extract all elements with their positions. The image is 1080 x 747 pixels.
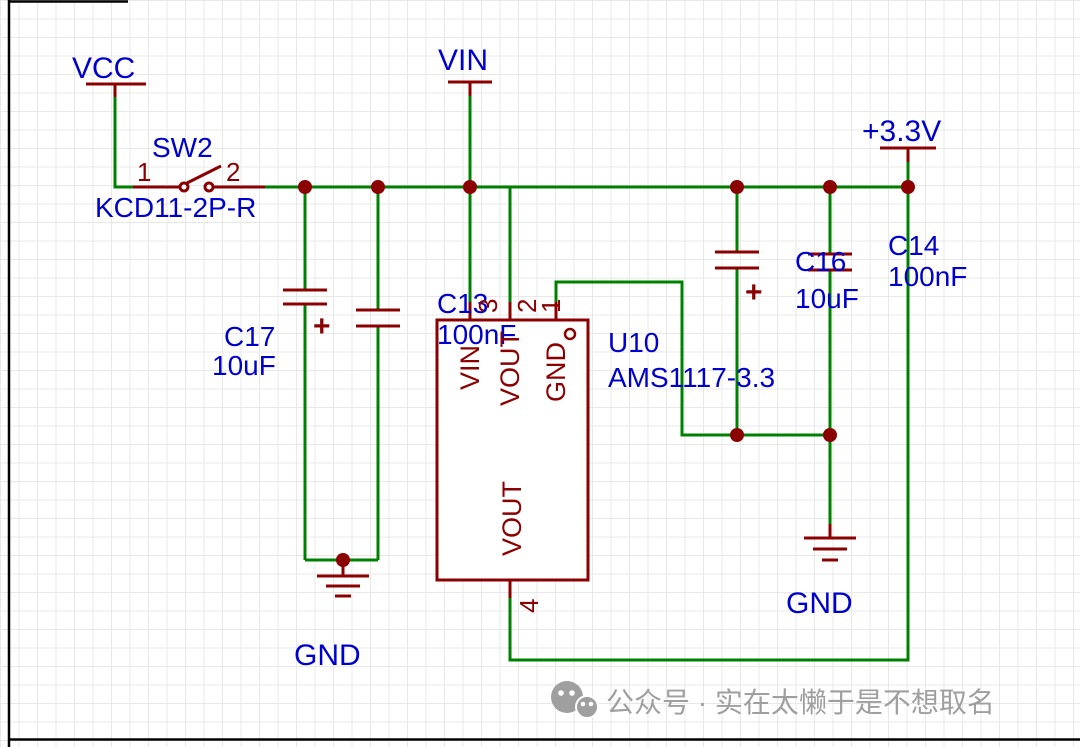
switch-pin1-number: 1 [137, 157, 151, 187]
u10-pin1-name: GND [541, 342, 571, 402]
ground-symbol-left [317, 560, 369, 598]
switch-part-label: KCD11-2P-R [95, 192, 256, 223]
c14-ref-label: C14 [888, 230, 939, 261]
switch-contact-right [203, 181, 215, 193]
u10-part-label: AMS1117-3.3 [608, 362, 775, 393]
junction-dot [730, 180, 744, 194]
ground-symbol-right [804, 524, 856, 562]
pin-texts: 1 2 + + 3 2 1 4 VIN VOUT GND VOUT [137, 157, 763, 613]
capacitor-c17-plates [283, 288, 327, 306]
u10-pin4-number: 4 [514, 599, 544, 613]
junction-dot [823, 428, 837, 442]
switch-contact-left [178, 181, 190, 193]
c13-value-label: 100nF [437, 319, 516, 350]
junction-dots [298, 180, 915, 567]
switch-lever [186, 164, 222, 185]
vin-power-flag [448, 80, 492, 96]
c16-value-label: 10uF [795, 283, 859, 314]
u10-pin2-name: VOUT [495, 331, 525, 406]
wechat-icon-eye [558, 690, 564, 696]
junction-dot [371, 180, 385, 194]
wire-pin1-gnd-route [554, 280, 830, 437]
c14-value-label: 100nF [888, 261, 967, 292]
u10-pin3-name: VIN [455, 345, 485, 390]
labels: VCC VIN +3.3V SW2 KCD11-2P-R C17 10uF C1… [72, 44, 967, 672]
u10-pin4-name: VOUT [497, 481, 527, 556]
u10-pin1-dot [563, 327, 577, 341]
u10-pin2-number: 2 [512, 299, 542, 313]
wechat-icon-eye [569, 690, 575, 696]
c16-polarity-mark: + [745, 276, 763, 309]
junction-dot [730, 428, 744, 442]
u10-body [435, 318, 590, 582]
junction-dot [463, 180, 477, 194]
wechat-icon-bubble-small [575, 695, 599, 719]
wire-vcc-to-switch [113, 97, 133, 189]
v33-power-flag [880, 146, 936, 162]
component-symbols [86, 80, 936, 598]
u10-pin-stubs [468, 302, 558, 598]
c17-ref-label: C17 [224, 321, 275, 352]
wires [113, 96, 910, 662]
wire-vout-loop [508, 187, 910, 662]
switch-ref-label: SW2 [152, 132, 213, 163]
switch-sw2-symbol [133, 164, 265, 193]
gnd-right-label: GND [786, 587, 853, 620]
u10-pin3-number: 3 [473, 299, 503, 313]
junction-dot [823, 180, 837, 194]
c13-ref-label: C13 [437, 288, 488, 319]
gnd-left-label: GND [294, 639, 361, 672]
sheet-frame [7, 0, 1080, 747]
capacitor-c13-plates [356, 308, 400, 328]
u10-ref-label: U10 [608, 327, 659, 358]
vcc-label: VCC [72, 52, 135, 85]
switch-pin2-number: 2 [226, 157, 240, 187]
capacitor-c14-plates [808, 252, 852, 272]
watermark: 公众号 · 实在太懒于是不想取名 [551, 681, 995, 719]
wechat-icon-bubble-large [551, 681, 583, 713]
watermark-text: 公众号 · 实在太懒于是不想取名 [606, 687, 995, 718]
capacitor-c16-plates [715, 250, 759, 270]
vcc-power-flag [86, 82, 146, 97]
c17-polarity-mark: + [313, 310, 331, 343]
u10-pin1-number: 1 [536, 299, 566, 313]
c16-ref-label: C16 [795, 246, 846, 277]
wechat-icon-eye [588, 701, 594, 707]
junction-dot [298, 180, 312, 194]
vin-label: VIN [438, 44, 488, 77]
c17-value-label: 10uF [212, 350, 276, 381]
junction-dot [901, 180, 915, 194]
wechat-icon [551, 681, 599, 719]
wechat-icon-eye [580, 701, 586, 707]
v33-label: +3.3V [862, 115, 941, 148]
